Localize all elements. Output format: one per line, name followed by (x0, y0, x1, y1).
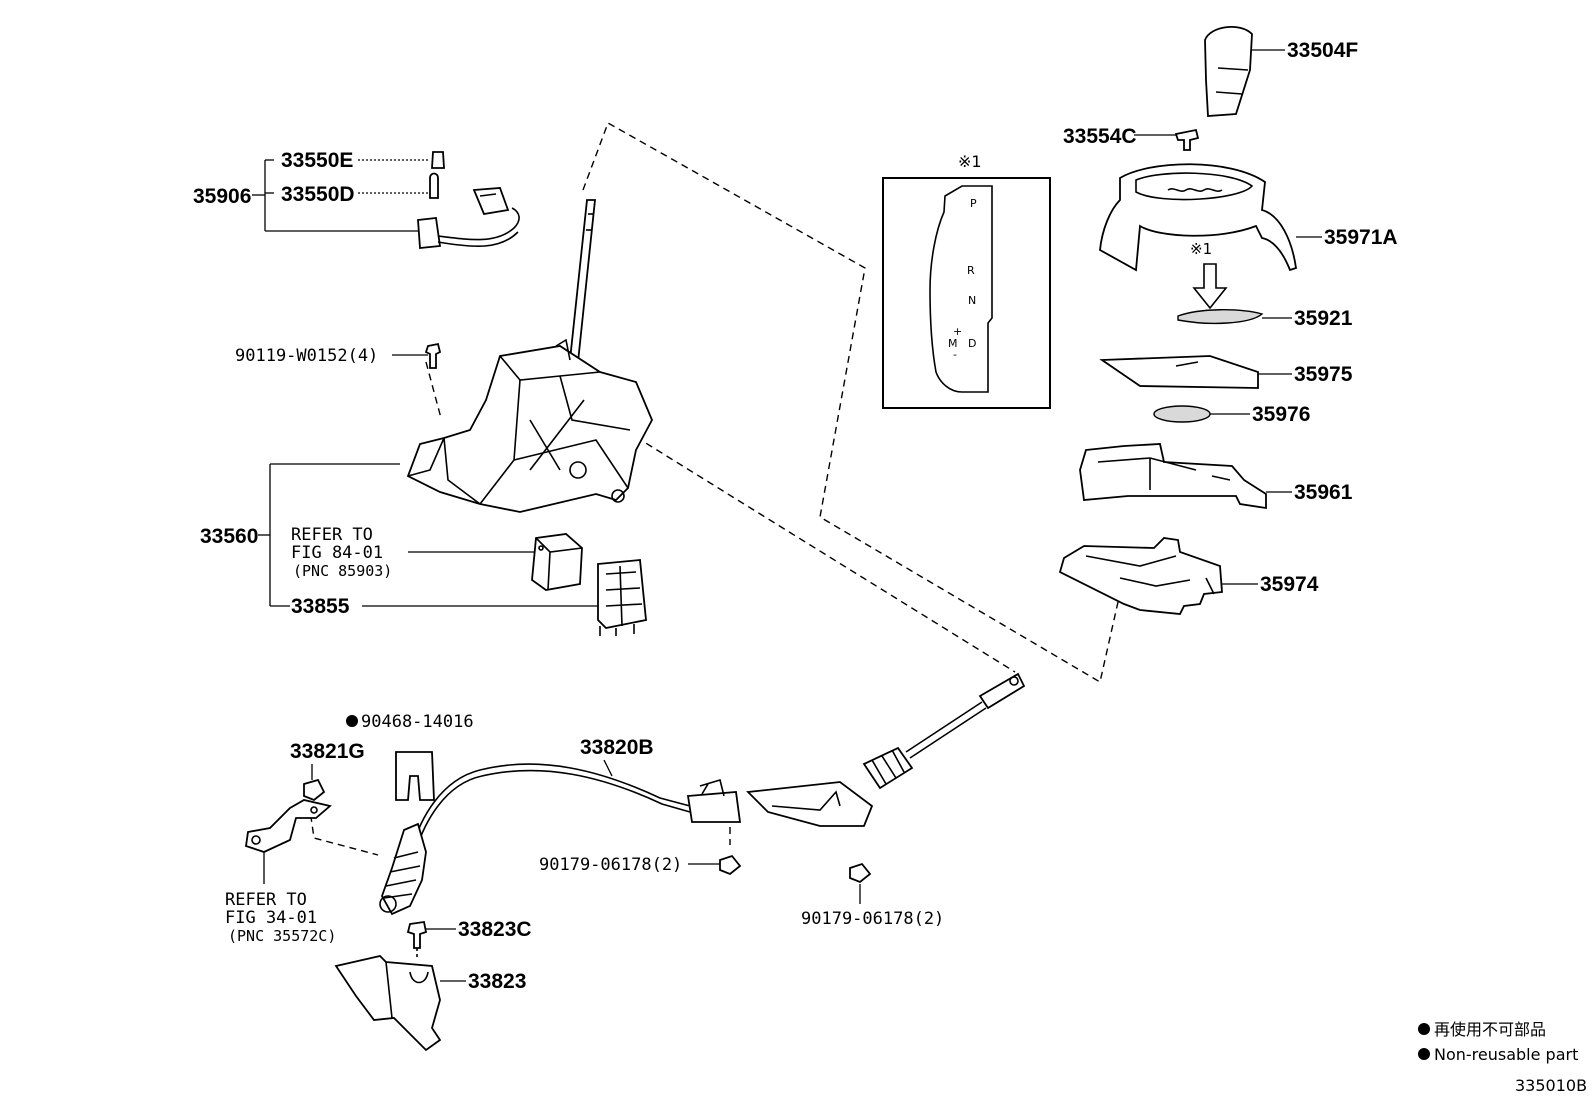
cable-nut-2 (849, 862, 872, 904)
shift-gate-detail: ※1 P R N + M D - (882, 152, 1051, 409)
part-33820B: 33820B (580, 736, 654, 759)
indicator-plate (1177, 309, 1292, 325)
gate-marker: ※1 (958, 152, 982, 171)
gate-r: R (967, 264, 975, 277)
cable-support-bracket (334, 955, 466, 1052)
cable-bracket-nut (245, 764, 332, 884)
part-35971A: 35971A (1324, 226, 1398, 249)
shift-switch-connector (597, 559, 647, 636)
part-35906: 35906 (193, 185, 251, 208)
part-33554C: 33554C (1063, 125, 1137, 148)
upper-console-cover (1099, 163, 1322, 272)
legend-dot-en (1418, 1048, 1430, 1060)
shift-ecu (531, 533, 583, 591)
ref-fig34-line2: FIG 34-01 (225, 908, 317, 928)
legend: 再使用不可部品 Non-reusable part (1418, 1020, 1578, 1064)
ref-fig84-line3: (PNC 85903) (293, 562, 392, 580)
part-33550E: 33550E (281, 149, 353, 172)
part-90179-a: 90179-06178(2) (539, 855, 682, 875)
part-35974: 35974 (1260, 573, 1319, 596)
gate-m: M (948, 337, 958, 350)
part-33550D: 33550D (281, 183, 355, 206)
legend-dot-jp (1418, 1023, 1430, 1035)
group-33560-bracket (258, 463, 598, 607)
shift-lever-panel (1099, 355, 1292, 389)
indicator-base (1058, 537, 1258, 615)
part-35921: 35921 (1294, 307, 1353, 330)
cable-nut-1 (688, 854, 742, 876)
part-35975: 35975 (1294, 363, 1353, 386)
part-35976: 35976 (1252, 403, 1310, 426)
position-indicator-housing (1079, 443, 1292, 510)
part-33823: 33823 (468, 970, 526, 993)
non-reusable-marker (346, 715, 358, 727)
part-33855: 33855 (291, 595, 350, 618)
part-35961: 35961 (1294, 481, 1353, 504)
figure-id: 335010B (1515, 1076, 1587, 1095)
part-33504F: 33504F (1287, 39, 1358, 62)
gate-minus: - (953, 348, 957, 361)
knob-screw (1134, 128, 1200, 151)
ref-fig34-line1: REFER TO (225, 890, 307, 910)
gate-plus: + (953, 325, 962, 338)
gate-n: N (968, 294, 976, 307)
part-33821G: 33821G (290, 740, 365, 763)
part-33823C: 33823C (458, 918, 532, 941)
gate-d: D (968, 337, 976, 350)
mounting-bolt (392, 342, 442, 369)
ref-fig34-line3: (PNC 35572C) (228, 927, 336, 945)
part-90119: 90119-W0152(4) (235, 346, 378, 366)
ref-fig84-line2: FIG 84-01 (291, 543, 383, 563)
legend-en: Non-reusable part (1434, 1045, 1578, 1064)
ref-fig84-line1: REFER TO (291, 525, 373, 545)
arrow-marker: ※1 (1190, 240, 1212, 258)
shift-lever-assembly (406, 199, 653, 513)
part-33560: 33560 (200, 525, 258, 548)
part-90179-b: 90179-06178(2) (801, 909, 944, 929)
legend-jp: 再使用不可部品 (1434, 1020, 1546, 1039)
gate-p: P (970, 197, 977, 210)
bulb-socket-group (252, 151, 520, 249)
transmission-control-cable (379, 672, 1026, 916)
cable-clip (395, 751, 435, 801)
slide-seal (1153, 405, 1250, 423)
down-arrow-icon: ※1 (1190, 240, 1228, 310)
part-90468: 90468-14016 (361, 712, 474, 732)
bracket-bolt (406, 920, 456, 958)
shift-knob (1204, 26, 1285, 117)
